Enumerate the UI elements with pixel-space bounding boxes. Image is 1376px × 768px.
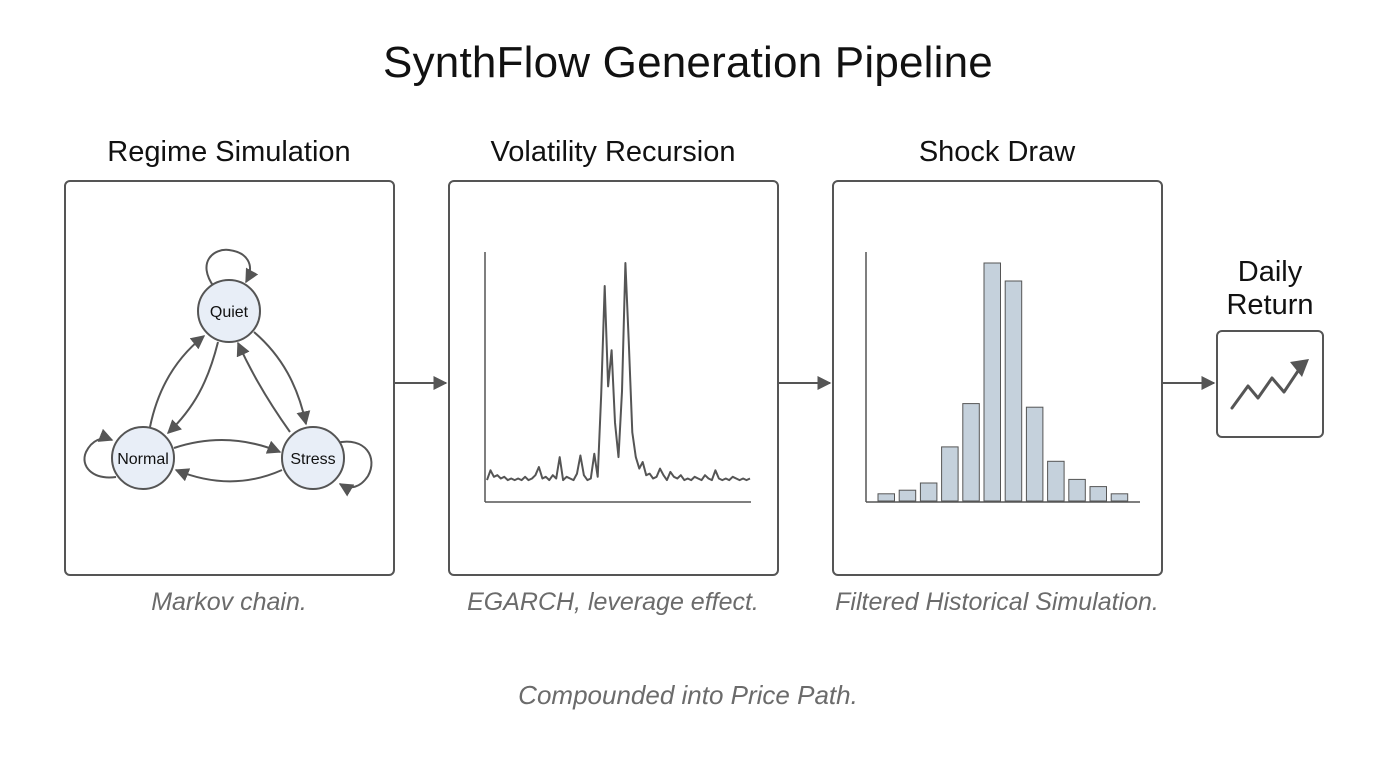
edge-normal-to-stress bbox=[173, 439, 282, 454]
regime-panel bbox=[64, 180, 395, 576]
output-title: Daily Return bbox=[1200, 256, 1340, 322]
edge-stress-to-normal bbox=[174, 468, 283, 483]
trend-up-icon bbox=[1230, 366, 1302, 410]
output-title-line1: Daily bbox=[1237, 256, 1303, 288]
node-normal-label: Normal bbox=[117, 451, 169, 468]
footer-caption: Compounded into Price Path. bbox=[518, 680, 858, 710]
node-stress bbox=[281, 426, 345, 490]
stage-title-regime: Regime Simulation bbox=[107, 136, 351, 168]
node-stress-label: Stress bbox=[290, 451, 335, 468]
trend-up-arrowhead bbox=[1290, 359, 1309, 377]
edge-normal-to-quiet bbox=[149, 335, 206, 428]
self-loop-normal bbox=[83, 428, 117, 479]
volatility-series-line bbox=[486, 262, 751, 482]
histogram-bar bbox=[898, 489, 917, 502]
edge-stress-to-quiet bbox=[236, 341, 291, 433]
node-normal bbox=[111, 426, 175, 490]
markov-nodes: Quiet Normal Stress bbox=[111, 279, 345, 490]
stage-title-shock: Shock Draw bbox=[918, 136, 1076, 168]
histogram-bar bbox=[983, 262, 1001, 502]
caption-regime: Markov chain. bbox=[151, 588, 307, 616]
page-title: SynthFlow Generation Pipeline bbox=[383, 38, 993, 87]
volatility-plot bbox=[484, 252, 751, 503]
histogram-bar bbox=[1089, 486, 1107, 502]
edge-quiet-to-normal bbox=[166, 341, 219, 434]
daily-return-box bbox=[1216, 330, 1324, 438]
stage-title-volatility: Volatility Recursion bbox=[490, 136, 736, 168]
histogram-bar bbox=[1068, 478, 1086, 502]
histogram-bar bbox=[877, 493, 895, 502]
self-loop-stress bbox=[335, 440, 373, 497]
histogram-bar bbox=[1025, 406, 1044, 502]
caption-shock: Filtered Historical Simulation. bbox=[835, 588, 1159, 616]
markov-chain bbox=[83, 248, 373, 497]
shock-panel bbox=[832, 180, 1163, 576]
histogram-bar bbox=[1047, 460, 1065, 502]
node-quiet-label: Quiet bbox=[210, 304, 249, 321]
caption-volatility: EGARCH, leverage effect. bbox=[467, 588, 759, 616]
histogram-bar bbox=[941, 446, 959, 502]
histogram-bar bbox=[1110, 493, 1129, 502]
output-title-line2: Return bbox=[1226, 289, 1314, 321]
node-quiet bbox=[197, 279, 261, 343]
histogram-bar bbox=[919, 482, 938, 502]
self-loop-quiet bbox=[205, 248, 259, 288]
shock-histogram bbox=[865, 252, 1140, 503]
histogram-bar bbox=[1004, 280, 1023, 502]
edge-quiet-to-stress bbox=[253, 331, 311, 426]
histogram-bar bbox=[962, 403, 980, 502]
